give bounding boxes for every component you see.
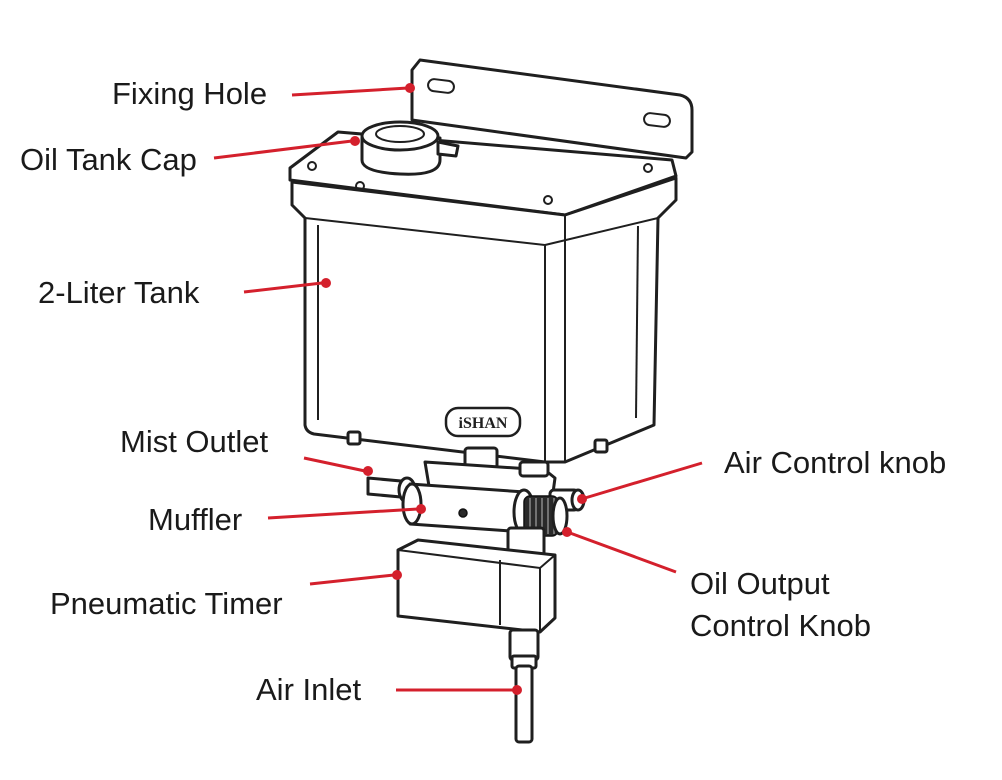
leader-oil-output-knob [562,527,677,574]
lubricator-device: iSHAN [288,58,694,744]
oil-tank-cap [360,120,460,176]
svg-text:iSHAN: iSHAN [459,415,508,432]
leader-tank [243,278,331,294]
tank-body: iSHAN [290,176,678,464]
label-oil-tank-cap: Oil Tank Cap [20,142,197,177]
leader-air-control-knob [577,461,703,504]
ishan-logo: iSHAN [444,406,522,438]
pneumatic-timer-body [396,538,557,634]
callout-labels: Fixing Hole Oil Tank Cap 2-Liter Tank Mi… [20,76,946,707]
label-muffler: Muffler [148,502,242,537]
label-mist-outlet: Mist Outlet [120,424,269,459]
leader-air-inlet [396,685,522,695]
label-tank: 2-Liter Tank [38,275,200,310]
mounting-bracket [410,58,694,160]
label-pneumatic-timer: Pneumatic Timer [50,586,283,621]
leader-muffler [267,504,426,520]
label-oil-output-line2: Control Knob [690,608,871,643]
label-air-inlet: Air Inlet [256,672,361,707]
air-inlet-tube [508,628,540,744]
label-fixing-hole: Fixing Hole [112,76,267,111]
leader-oil-tank-cap [213,136,360,160]
leader-fixing-hole [291,83,415,97]
label-air-control-knob: Air Control knob [724,445,946,480]
fixing-hole-left [427,78,455,94]
fixing-hole-right [643,112,671,128]
leader-mist-outlet [303,456,373,476]
leader-pneumatic-timer [309,570,402,586]
oil-output-knob-part [512,488,569,537]
muffler-body [401,482,527,534]
leader-lines [213,83,703,695]
label-oil-output-line1: Oil Output [690,566,830,601]
